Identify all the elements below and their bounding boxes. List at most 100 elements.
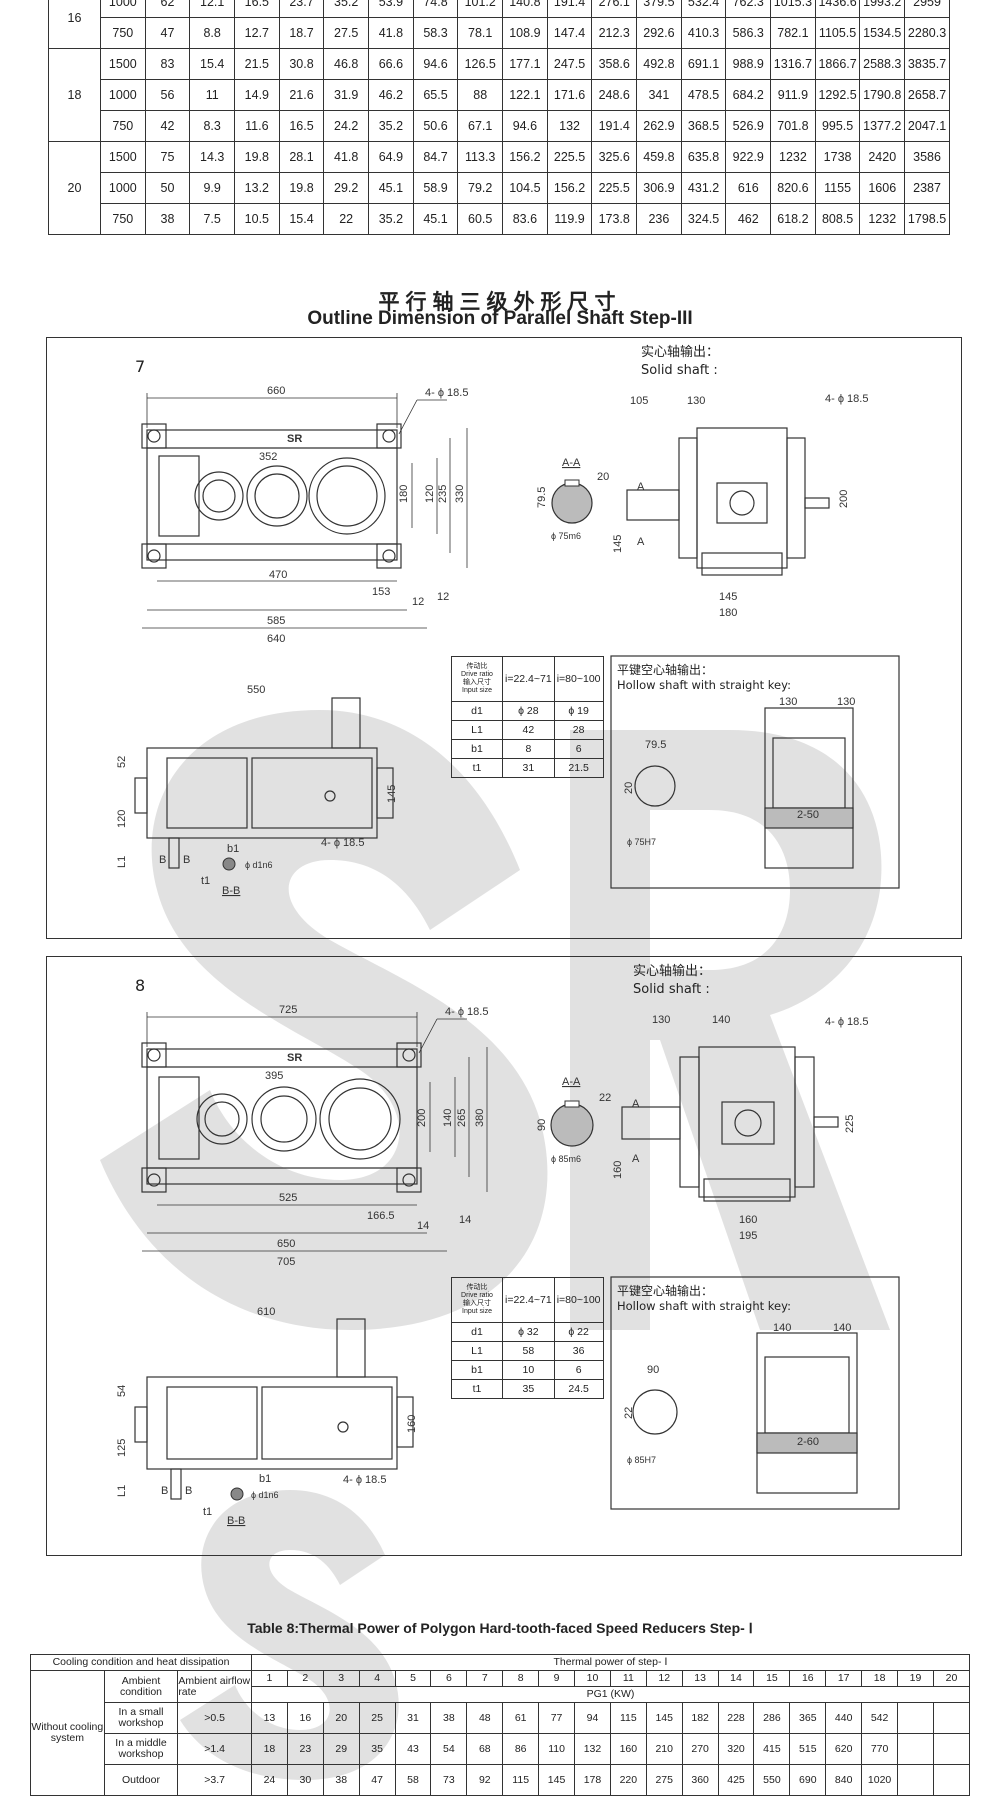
- table-cell: 2588.3: [859, 48, 906, 80]
- table-cell: 77: [538, 1702, 576, 1734]
- svg-text:640: 640: [267, 633, 285, 645]
- table-cell: 191.4: [546, 0, 593, 18]
- header-thermal: Thermal power of step- Ⅰ: [251, 1654, 970, 1671]
- table-cell: 31: [394, 1702, 432, 1734]
- table-cell: 68: [466, 1733, 504, 1765]
- table-cell: 19.8: [234, 141, 280, 173]
- table-cell: 30: [286, 1764, 324, 1796]
- table-cell: [897, 1733, 934, 1765]
- table-cell: 18.7: [278, 17, 325, 49]
- table-cell: 462: [725, 203, 772, 235]
- table-cell: 86: [502, 1733, 540, 1765]
- table-cell: 66.6: [368, 48, 414, 80]
- svg-text:380: 380: [474, 1109, 486, 1127]
- svg-text:585: 585: [267, 615, 285, 627]
- table-cell: 22: [323, 203, 370, 235]
- table-cell: 586.3: [725, 17, 772, 49]
- table-cell: 171.6: [546, 79, 593, 111]
- table-cell: 840: [825, 1764, 863, 1796]
- table-cell: 94.6: [412, 48, 459, 80]
- condition-cell: In a small workshop: [103, 1702, 179, 1734]
- table-cell: 11: [189, 79, 236, 111]
- table-cell: 177.1: [502, 48, 548, 80]
- table-cell: 73: [430, 1764, 468, 1796]
- table-cell: 236: [636, 203, 682, 235]
- table-cell: 690: [789, 1764, 827, 1796]
- drawing-panel-7: 7 SR 660 4- ϕ 18.5 352 180 120 235: [46, 337, 962, 939]
- table-cell: 173.8: [591, 203, 638, 235]
- svg-text:L1: L1: [116, 856, 128, 868]
- size-header: 9: [538, 1670, 576, 1687]
- header-ambient: Ambient condition: [103, 1670, 179, 1703]
- table-cell: 248.6: [591, 79, 638, 111]
- table-cell: 526.9: [725, 110, 772, 142]
- svg-text:12: 12: [437, 591, 449, 603]
- table-cell: 78.1: [457, 17, 504, 49]
- table-cell: 35.2: [368, 203, 414, 235]
- table-cell: 20: [322, 1702, 360, 1734]
- svg-text:B: B: [183, 854, 190, 866]
- svg-text:B: B: [161, 1485, 168, 1497]
- svg-text:平键空心轴输出：: 平键空心轴输出：: [617, 662, 713, 677]
- svg-text:14: 14: [459, 1214, 471, 1226]
- table-cell: 110: [538, 1733, 576, 1765]
- svg-text:90: 90: [536, 1119, 548, 1131]
- table8-title: Table 8:Thermal Power of Polygon Hard-to…: [247, 1620, 753, 1636]
- table-cell: 61: [502, 1702, 540, 1734]
- table-cell: 532.4: [680, 0, 727, 18]
- svg-text:79.5: 79.5: [536, 487, 548, 508]
- svg-text:22: 22: [599, 1092, 611, 1104]
- table-cell: 115: [609, 1702, 647, 1734]
- svg-text:Hollow shaft with straight key: Hollow shaft with straight key:: [617, 678, 791, 692]
- table-cell: [932, 1733, 971, 1765]
- table-cell: 83: [144, 48, 191, 80]
- system-label: Without cooling system: [30, 1670, 105, 1796]
- table-cell: 1534.5: [859, 17, 906, 49]
- table-cell: 415: [753, 1733, 791, 1765]
- table-cell: 23.7: [278, 0, 325, 18]
- table-cell: 54: [430, 1733, 468, 1765]
- svg-text:200: 200: [838, 490, 850, 508]
- table-cell: 1738: [814, 141, 861, 173]
- table-cell: 360: [681, 1764, 719, 1796]
- table-cell: 47: [358, 1764, 396, 1796]
- table-cell: 1866.7: [814, 48, 861, 80]
- size-header: 6: [430, 1670, 468, 1687]
- svg-text:725: 725: [279, 1004, 297, 1016]
- table-cell: 65.5: [412, 79, 459, 111]
- svg-text:130: 130: [837, 696, 855, 708]
- svg-text:79.5: 79.5: [645, 739, 666, 751]
- table-cell: 145: [538, 1764, 576, 1796]
- table-cell: 1316.7: [770, 48, 816, 80]
- table-cell: 126.5: [457, 48, 504, 80]
- svg-text:12: 12: [412, 596, 424, 608]
- svg-text:265: 265: [456, 1109, 468, 1127]
- table-cell: 276.1: [591, 0, 638, 18]
- table-cell: 21.5: [234, 48, 280, 80]
- table-cell: 410.3: [680, 17, 727, 49]
- table-cell: 16: [286, 1702, 324, 1734]
- svg-text:330: 330: [454, 485, 466, 503]
- table-cell: 247.5: [546, 48, 593, 80]
- table-cell: 3586: [904, 141, 950, 173]
- size-header: 16: [789, 1670, 827, 1687]
- svg-text:B: B: [185, 1485, 192, 1497]
- table-cell: 750: [100, 17, 146, 49]
- table-cell: 1377.2: [859, 110, 906, 142]
- size-header: 5: [394, 1670, 432, 1687]
- table-cell: 270: [681, 1733, 719, 1765]
- table-cell: 2387: [904, 172, 950, 204]
- svg-text:平键空心轴输出：: 平键空心轴输出：: [617, 1283, 713, 1298]
- table-cell: 41.8: [323, 141, 370, 173]
- table-cell: 35.2: [368, 110, 414, 142]
- table-cell: 750: [100, 203, 146, 235]
- svg-text:153: 153: [372, 586, 390, 598]
- table-cell: 16.5: [278, 110, 325, 142]
- airflow-cell: >0.5: [177, 1702, 252, 1734]
- table-cell: 50.6: [412, 110, 459, 142]
